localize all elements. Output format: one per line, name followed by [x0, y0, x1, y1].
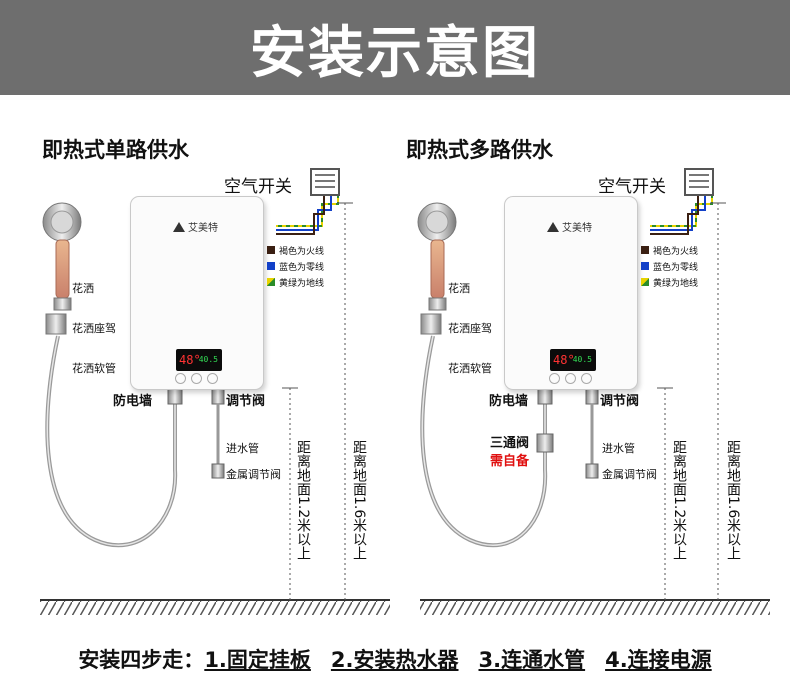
step-2: 2.安装热水器	[330, 648, 459, 672]
page-title: 安装示意图	[250, 21, 540, 86]
left-shower-head-label: 花洒	[72, 282, 94, 295]
right-wire-legend: 褐色为火线 蓝色为零线 黄绿为地线	[641, 242, 698, 290]
left-metal-valve-label: 金属调节阀	[226, 468, 281, 481]
steps-prefix: 安装四步走：	[78, 648, 205, 672]
power-wires-right	[650, 194, 713, 235]
right-metal-valve-label: 金属调节阀	[602, 468, 657, 481]
title-banner: 安装示意图	[0, 0, 790, 95]
left-button-2	[191, 373, 202, 384]
left-brand-name: 艾美特	[188, 223, 218, 234]
right-neutral-swatch-icon	[641, 262, 649, 270]
right-ground-swatch-icon	[641, 278, 649, 286]
right-heading: 即热式多路供水	[406, 138, 553, 162]
right-height-1-6m: 距离地面1.6米以上	[725, 440, 741, 561]
legend-neutral: 蓝色为零线	[279, 262, 325, 273]
ground-swatch-icon	[267, 278, 275, 286]
right-shower-seat-label: 花洒座驾	[448, 322, 492, 335]
valve-connector-left	[211, 387, 225, 405]
wall-connector-left	[167, 387, 183, 405]
right-water-heater: 艾美特 48° 40.5	[504, 196, 638, 390]
left-water-heater: 艾美特 48° 40.5	[130, 196, 264, 390]
valve-connector-right	[585, 387, 599, 405]
three-way-label: 三通阀	[490, 436, 530, 451]
left-air-switch-icon	[310, 168, 340, 196]
right-brand-logo-icon	[547, 221, 559, 232]
three-way-valve	[536, 433, 554, 453]
shower-seat-left	[45, 313, 67, 335]
left-wall-label: 防电墙	[113, 394, 153, 409]
left-shower-hose-label: 花洒软管	[72, 362, 116, 375]
left-height-1-6m: 距离地面1.6米以上	[351, 440, 367, 561]
left-valve-label: 调节阀	[226, 394, 266, 409]
live-swatch-icon	[267, 246, 275, 254]
right-control-buttons	[549, 373, 597, 384]
left-air-switch-label: 空气开关	[224, 177, 292, 197]
right-legend-ground: 黄绿为地线	[653, 278, 699, 289]
right-button-3	[581, 373, 592, 384]
left-button-3	[207, 373, 218, 384]
right-brand-name: 艾美特	[562, 223, 592, 234]
step-1: 1.固定挂板	[204, 648, 311, 672]
right-brand-logo: 艾美特	[547, 219, 592, 234]
left-heading: 即热式单路供水	[42, 138, 189, 162]
right-wall-label: 防电墙	[489, 394, 529, 409]
right-display-small: 40.5	[572, 355, 592, 364]
right-shower-head-label: 花洒	[448, 282, 470, 295]
legend-live: 褐色为火线	[279, 246, 325, 257]
left-display-small: 40.5	[198, 355, 218, 364]
ground-hatch-right	[420, 601, 770, 615]
right-legend-neutral: 蓝色为零线	[653, 262, 699, 273]
right-shower-hose-label: 花洒软管	[448, 362, 492, 375]
left-display-panel: 48° 40.5	[176, 349, 222, 371]
step-4: 4.连接电源	[605, 648, 712, 672]
right-legend-live: 褐色为火线	[653, 246, 699, 257]
power-wires-left	[276, 194, 339, 235]
left-brand-logo-icon	[173, 221, 185, 232]
right-live-swatch-icon	[641, 246, 649, 254]
self-prepared-label: 需自备	[490, 454, 530, 469]
left-brand-logo: 艾美特	[173, 219, 218, 234]
left-display-temp: 48°	[179, 353, 201, 367]
left-shower-seat-label: 花洒座驾	[72, 322, 116, 335]
left-inlet-label: 进水管	[226, 442, 259, 455]
right-button-1	[549, 373, 560, 384]
left-button-1	[175, 373, 186, 384]
left-height-1-2m: 距离地面1.2米以上	[295, 440, 311, 561]
ground-hatch-left	[40, 601, 390, 615]
legend-ground: 黄绿为地线	[279, 278, 325, 289]
step-3: 3.连通水管	[478, 648, 586, 672]
install-steps: 安装四步走：1.固定挂板 2.安装热水器 3.连通水管 4.连接电源	[0, 644, 790, 674]
shower-head-left	[42, 202, 82, 311]
right-inlet-label: 进水管	[602, 442, 635, 455]
right-height-1-2m: 距离地面1.2米以上	[671, 440, 687, 561]
wall-connector-right	[537, 387, 553, 405]
right-button-2	[565, 373, 576, 384]
right-air-switch-label: 空气开关	[598, 177, 666, 197]
metal-valve-right	[585, 463, 599, 479]
shower-seat-right	[420, 313, 442, 335]
right-air-switch-icon	[684, 168, 714, 196]
left-wire-legend: 褐色为火线 蓝色为零线 黄绿为地线	[267, 242, 324, 290]
right-display-temp: 48°	[553, 353, 575, 367]
right-valve-label: 调节阀	[600, 394, 640, 409]
shower-head-right	[417, 202, 457, 311]
neutral-swatch-icon	[267, 262, 275, 270]
metal-valve-left	[211, 463, 225, 479]
right-display-panel: 48° 40.5	[550, 349, 596, 371]
left-control-buttons	[175, 373, 223, 384]
